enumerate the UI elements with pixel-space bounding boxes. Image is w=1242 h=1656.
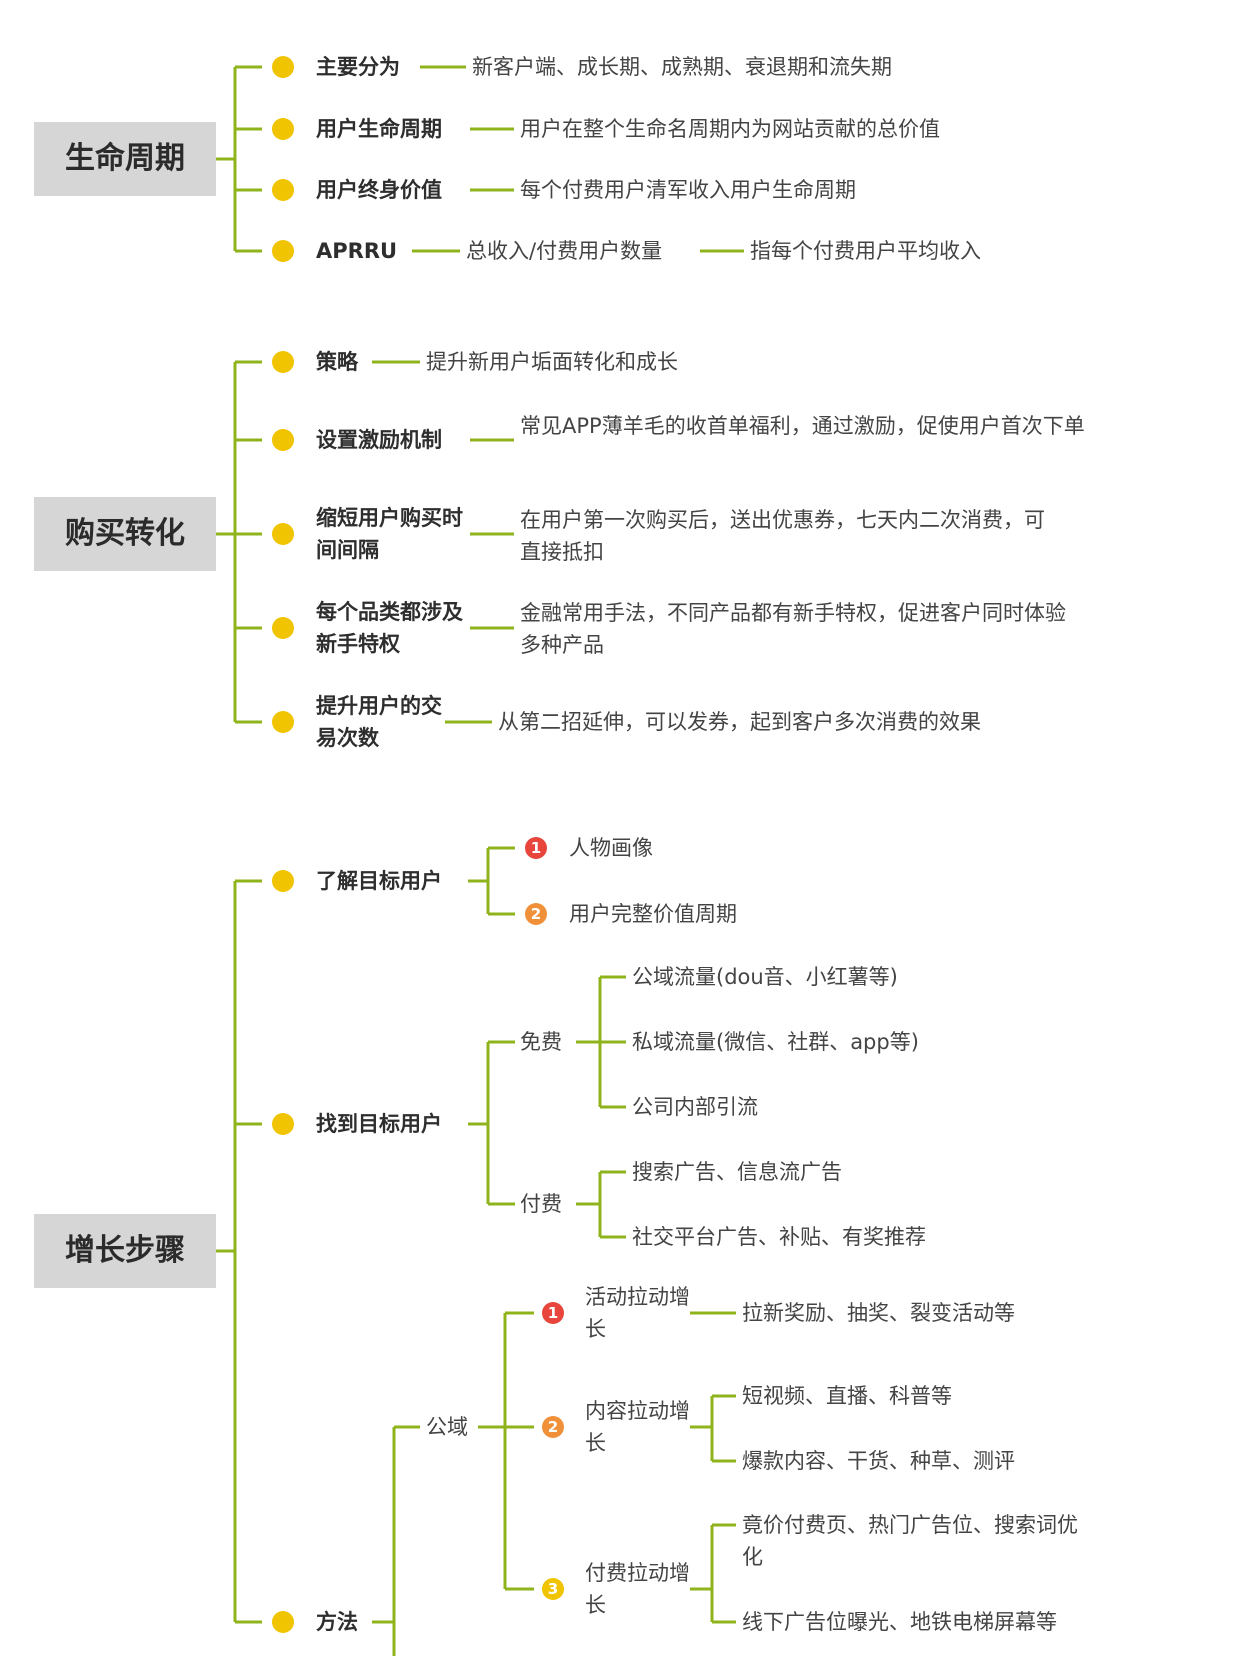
bullet-dot bbox=[272, 351, 294, 373]
lifecycle-value-3b[interactable]: 指每个付费用户平均收入 bbox=[750, 239, 981, 263]
number-1-icon: 1 bbox=[542, 1302, 564, 1324]
bullet-dot bbox=[272, 711, 294, 733]
bullet-dot bbox=[272, 1113, 294, 1135]
conversion-value-4[interactable]: 从第二招延伸，可以发券，起到客户多次消费的效果 bbox=[498, 710, 981, 734]
content-child-1[interactable]: 爆款内容、干货、种草、测评 bbox=[742, 1449, 1015, 1473]
conversion-value-2[interactable]: 在用户第一次购买后，送出优惠券，七天内二次消费，可直接抵扣 bbox=[520, 508, 1045, 564]
number-2-icon: 2 bbox=[542, 1416, 564, 1438]
conversion-key-1[interactable]: 设置激励机制 bbox=[316, 428, 442, 452]
bullet-dot bbox=[272, 1611, 294, 1633]
find-paid-child-0[interactable]: 搜索广告、信息流广告 bbox=[632, 1160, 842, 1184]
find-free-child-0[interactable]: 公域流量(dou音、小红薯等) bbox=[632, 965, 898, 989]
lifecycle-key-0[interactable]: 主要分为 bbox=[316, 55, 400, 79]
topic-conversion[interactable]: 购买转化 bbox=[34, 497, 216, 571]
lifecycle-value-3[interactable]: 总收入/付费用户数量 bbox=[466, 239, 663, 263]
find-free-child-2[interactable]: 公司内部引流 bbox=[632, 1095, 758, 1119]
bullet-dot bbox=[272, 240, 294, 262]
bullet-dot bbox=[272, 429, 294, 451]
lifecycle-key-2[interactable]: 用户终身价值 bbox=[316, 178, 442, 202]
conversion-key-0[interactable]: 策略 bbox=[316, 350, 358, 374]
bullet-dot bbox=[272, 870, 294, 892]
bullet-dot bbox=[272, 179, 294, 201]
content-label[interactable]: 内容拉动增长 bbox=[585, 1399, 690, 1455]
conversion-key-4[interactable]: 提升用户的交易次数 bbox=[316, 694, 442, 750]
lifecycle-value-0[interactable]: 新客户端、成长期、成熟期、衰退期和流失期 bbox=[472, 55, 892, 79]
paid-growth-label[interactable]: 付费拉动增长 bbox=[585, 1561, 690, 1617]
content-child-0[interactable]: 短视频、直播、科普等 bbox=[742, 1384, 952, 1408]
find-free-label[interactable]: 免费 bbox=[520, 1030, 562, 1054]
activity-label[interactable]: 活动拉动增长 bbox=[585, 1285, 690, 1341]
find-paid-label[interactable]: 付费 bbox=[520, 1192, 562, 1216]
method-public-label[interactable]: 公域 bbox=[426, 1415, 468, 1439]
find-paid-child-1[interactable]: 社交平台广告、补贴、有奖推荐 bbox=[632, 1225, 926, 1249]
conversion-value-3[interactable]: 金融常用手法，不同产品都有新手特权，促进客户同时体验多种产品 bbox=[520, 601, 1066, 657]
bullet-dot bbox=[272, 118, 294, 140]
paid-growth-child-1[interactable]: 线下广告位曝光、地铁电梯屏幕等 bbox=[742, 1610, 1057, 1634]
activity-child-0[interactable]: 拉新奖励、抽奖、裂变活动等 bbox=[742, 1301, 1015, 1325]
topic-lifecycle[interactable]: 生命周期 bbox=[34, 122, 216, 196]
bullet-dot bbox=[272, 56, 294, 78]
understand-child-0[interactable]: 人物画像 bbox=[569, 836, 653, 860]
lifecycle-key-1[interactable]: 用户生命周期 bbox=[316, 117, 442, 141]
understand-child-1[interactable]: 用户完整价值周期 bbox=[569, 902, 737, 926]
lifecycle-key-3[interactable]: APRRU bbox=[316, 239, 398, 263]
topic-growth[interactable]: 增长步骤 bbox=[34, 1214, 216, 1288]
paid-growth-child-0[interactable]: 竟价付费页、热门广告位、搜索词优化 bbox=[742, 1513, 1078, 1569]
lifecycle-value-1[interactable]: 用户在整个生命名周期内为网站贡献的总价值 bbox=[520, 117, 940, 141]
conversion-key-2[interactable]: 缩短用户购买时间间隔 bbox=[316, 506, 463, 562]
number-1-icon: 1 bbox=[525, 837, 547, 859]
find-key[interactable]: 找到目标用户 bbox=[316, 1112, 442, 1136]
bullet-dot bbox=[272, 617, 294, 639]
method-key[interactable]: 方法 bbox=[316, 1610, 358, 1634]
number-3-icon: 3 bbox=[542, 1578, 564, 1600]
lifecycle-value-2[interactable]: 每个付费用户清军收入用户生命周期 bbox=[520, 178, 856, 202]
conversion-value-0[interactable]: 提升新用户垢面转化和成长 bbox=[426, 350, 678, 374]
conversion-value-1[interactable]: 常见APP薄羊毛的收首单福利，通过激励，促使用户首次下单 bbox=[520, 414, 1085, 438]
find-free-child-1[interactable]: 私域流量(微信、社群、app等) bbox=[632, 1030, 919, 1054]
conversion-key-3[interactable]: 每个品类都涉及新手特权 bbox=[316, 600, 463, 656]
number-2-icon: 2 bbox=[525, 903, 547, 925]
understand-key[interactable]: 了解目标用户 bbox=[316, 869, 442, 893]
bullet-dot bbox=[272, 523, 294, 545]
